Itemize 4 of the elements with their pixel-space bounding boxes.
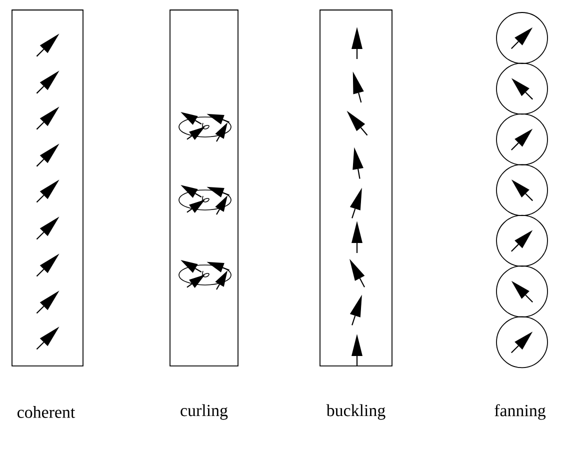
mode-label: fanning [494, 404, 546, 420]
mode-label: buckling [326, 404, 386, 420]
mode-label: curling [180, 404, 228, 420]
mode-label: coherent [18, 406, 76, 418]
